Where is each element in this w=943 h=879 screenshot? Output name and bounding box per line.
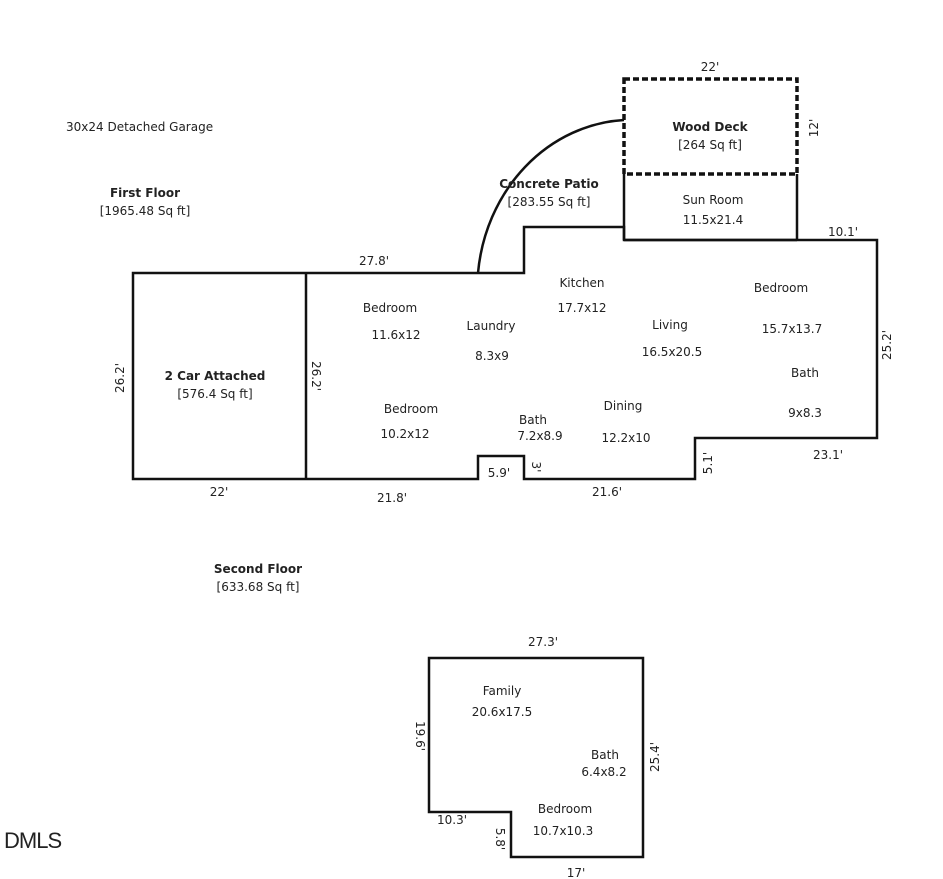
dim-second-left: 19.6' — [413, 721, 427, 751]
second-floor-outline — [427, 656, 645, 859]
dim-bump-depth: 3' — [529, 462, 543, 473]
wood-deck-name: Wood Deck — [672, 120, 748, 134]
room-bath-1-size: 9x8.3 — [788, 406, 822, 420]
room-kitchen-size: 17.7x12 — [557, 301, 606, 315]
room-bedroom-2-name: Bedroom — [754, 281, 808, 295]
room-bedroom-3-name: Bedroom — [384, 402, 438, 416]
room-dining-name: Dining — [604, 399, 643, 413]
dim-deck-width: 22' — [701, 60, 720, 74]
room-bedroom-4-name: Bedroom — [538, 802, 592, 816]
dim-top-right: 10.1' — [828, 225, 858, 239]
room-bath-3-name: Bath — [591, 748, 619, 762]
dim-second-bottom: 17' — [567, 866, 586, 879]
second-floor-area: [633.68 Sq ft] — [217, 580, 300, 594]
first-floor-title: First Floor — [110, 186, 180, 200]
first-floor-outline — [131, 225, 879, 481]
room-bath-1-name: Bath — [791, 366, 819, 380]
dim-bottom-mid: 21.6' — [592, 485, 622, 499]
room-bath-3-size: 6.4x8.2 — [581, 765, 626, 779]
room-sun-room-size: 11.5x21.4 — [683, 213, 744, 227]
room-living-name: Living — [652, 318, 688, 332]
room-bath-2-name: Bath — [519, 413, 547, 427]
concrete-patio-name: Concrete Patio — [499, 177, 598, 191]
room-laundry-size: 8.3x9 — [475, 349, 509, 363]
room-dining-size: 12.2x10 — [601, 431, 650, 445]
room-bedroom-1-size: 11.6x12 — [371, 328, 420, 342]
room-kitchen-name: Kitchen — [559, 276, 604, 290]
dim-second-notch-width: 10.3' — [437, 813, 467, 827]
sun-room-walls — [622, 174, 799, 242]
first-floor-area: [1965.48 Sq ft] — [100, 204, 191, 218]
wood-deck-area: [264 Sq ft] — [678, 138, 742, 152]
dim-bump-width: 5.9' — [488, 466, 510, 480]
dmls-logo: DMLS — [4, 828, 61, 853]
attached-garage-name: 2 Car Attached — [165, 369, 266, 383]
dim-garage-bottom: 22' — [210, 485, 229, 499]
concrete-patio-area: [283.55 Sq ft] — [508, 195, 591, 209]
dim-step-depth: 5.1' — [701, 452, 715, 474]
room-living-size: 16.5x20.5 — [642, 345, 703, 359]
concrete-patio-arc — [476, 118, 625, 274]
room-sun-room-name: Sun Room — [683, 193, 744, 207]
detached-garage-label: 30x24 Detached Garage — [66, 120, 213, 134]
dim-bottom-left: 21.8' — [377, 491, 407, 505]
room-family-name: Family — [483, 684, 522, 698]
dim-top-left: 27.8' — [359, 254, 389, 268]
room-bedroom-3-size: 10.2x12 — [380, 427, 429, 441]
dim-second-right: 25.4' — [648, 742, 662, 772]
dim-bottom-right: 23.1' — [813, 448, 843, 462]
dim-second-top: 27.3' — [528, 635, 558, 649]
room-bedroom-2-size: 15.7x13.7 — [762, 322, 823, 336]
dim-right-side: 25.2' — [880, 330, 894, 360]
room-family-size: 20.6x17.5 — [472, 705, 533, 719]
second-floor-title: Second Floor — [214, 562, 302, 576]
room-bedroom-1-name: Bedroom — [363, 301, 417, 315]
room-bath-2-size: 7.2x8.9 — [517, 429, 562, 443]
wood-deck-outline — [622, 77, 799, 176]
room-bedroom-4-size: 10.7x10.3 — [533, 824, 594, 838]
attached-garage-area: [576.4 Sq ft] — [177, 387, 252, 401]
dim-deck-depth: 12' — [807, 119, 821, 138]
dim-garage-left: 26.2' — [113, 363, 127, 393]
dim-garage-inner: 26.2' — [309, 361, 323, 391]
room-laundry-name: Laundry — [467, 319, 516, 333]
dim-second-notch-depth: 5.8' — [493, 828, 507, 850]
